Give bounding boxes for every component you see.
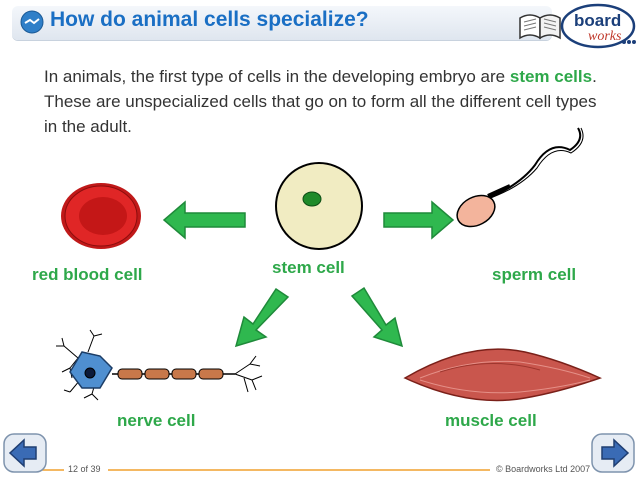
slide-icon	[20, 10, 44, 34]
back-arrow-icon	[8, 438, 37, 468]
copyright: © Boardworks Ltd 2007	[496, 464, 591, 474]
page-number: 12 of 39	[68, 464, 101, 474]
sperm-cell-label: sperm cell	[492, 265, 577, 284]
stem-cells-highlight: stem cells	[509, 67, 593, 86]
arrow-to-sperm-cell	[383, 200, 455, 240]
intro-text: In animals, the first type of cells in t…	[44, 64, 614, 139]
arrow-to-red-blood-cell	[162, 200, 246, 240]
stem-cell-image	[275, 162, 363, 250]
forward-arrow-icon	[601, 438, 630, 468]
book-icon	[519, 14, 561, 40]
arrow-to-nerve-cell	[234, 287, 290, 348]
muscle-cell-image	[403, 348, 603, 402]
forward-button[interactable]	[590, 432, 636, 474]
svg-text:works: works	[588, 29, 622, 44]
nerve-cell-image	[56, 329, 263, 401]
muscle-cell-label: muscle cell	[445, 411, 537, 430]
title-bar	[12, 6, 552, 40]
intro-part1: In animals, the first type of cells in t…	[44, 67, 510, 86]
nerve-cell-label: nerve cell	[117, 411, 196, 430]
boardworks-logo: board works	[519, 3, 636, 49]
page-title: How do animal cells specialize?	[50, 8, 369, 31]
back-button[interactable]	[2, 432, 48, 474]
sperm-cell-image	[456, 127, 584, 228]
red-blood-cell-image	[61, 183, 141, 249]
svg-text:board: board	[574, 11, 621, 30]
arrow-to-muscle-cell	[350, 286, 404, 348]
red-blood-cell-label: red blood cell	[32, 265, 143, 284]
stem-cell-label: stem cell	[272, 258, 345, 277]
intro-part2: . These are unspecialized cells that go …	[44, 67, 597, 136]
